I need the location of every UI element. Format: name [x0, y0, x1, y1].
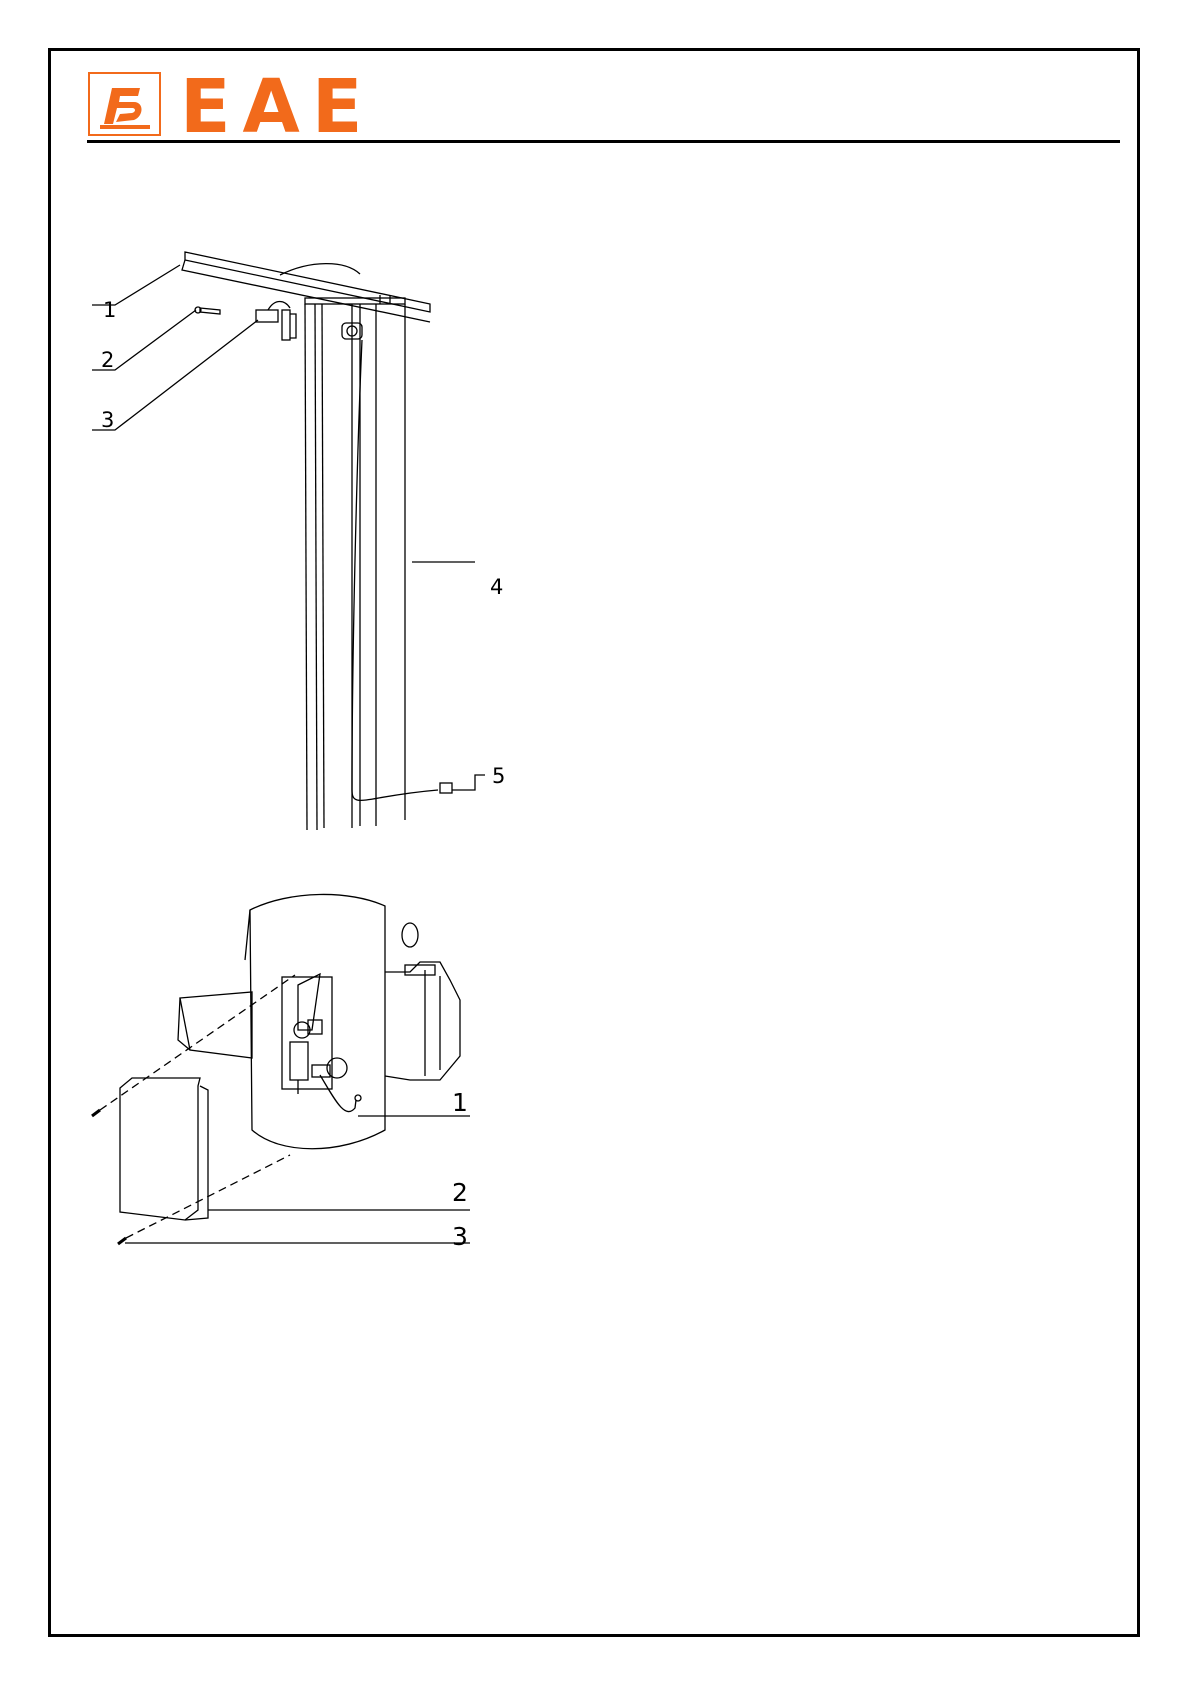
- eae-logo-icon: [88, 72, 161, 136]
- eae-logo-glyph: [90, 74, 159, 134]
- callout-1: 1: [103, 300, 116, 321]
- figure-2-carriage: [80, 880, 480, 1260]
- header-rule: [87, 140, 1120, 143]
- callout-3: 3: [101, 410, 114, 431]
- callout-fig2-2: 2: [452, 1180, 468, 1205]
- brand-wordmark: EAE: [180, 70, 374, 144]
- callout-fig2-1: 1: [452, 1090, 468, 1115]
- callout-2: 2: [101, 350, 114, 371]
- callout-5: 5: [492, 766, 505, 787]
- figure-1-column: [90, 230, 490, 850]
- callout-4: 4: [490, 577, 503, 598]
- callout-fig2-3: 3: [452, 1224, 468, 1249]
